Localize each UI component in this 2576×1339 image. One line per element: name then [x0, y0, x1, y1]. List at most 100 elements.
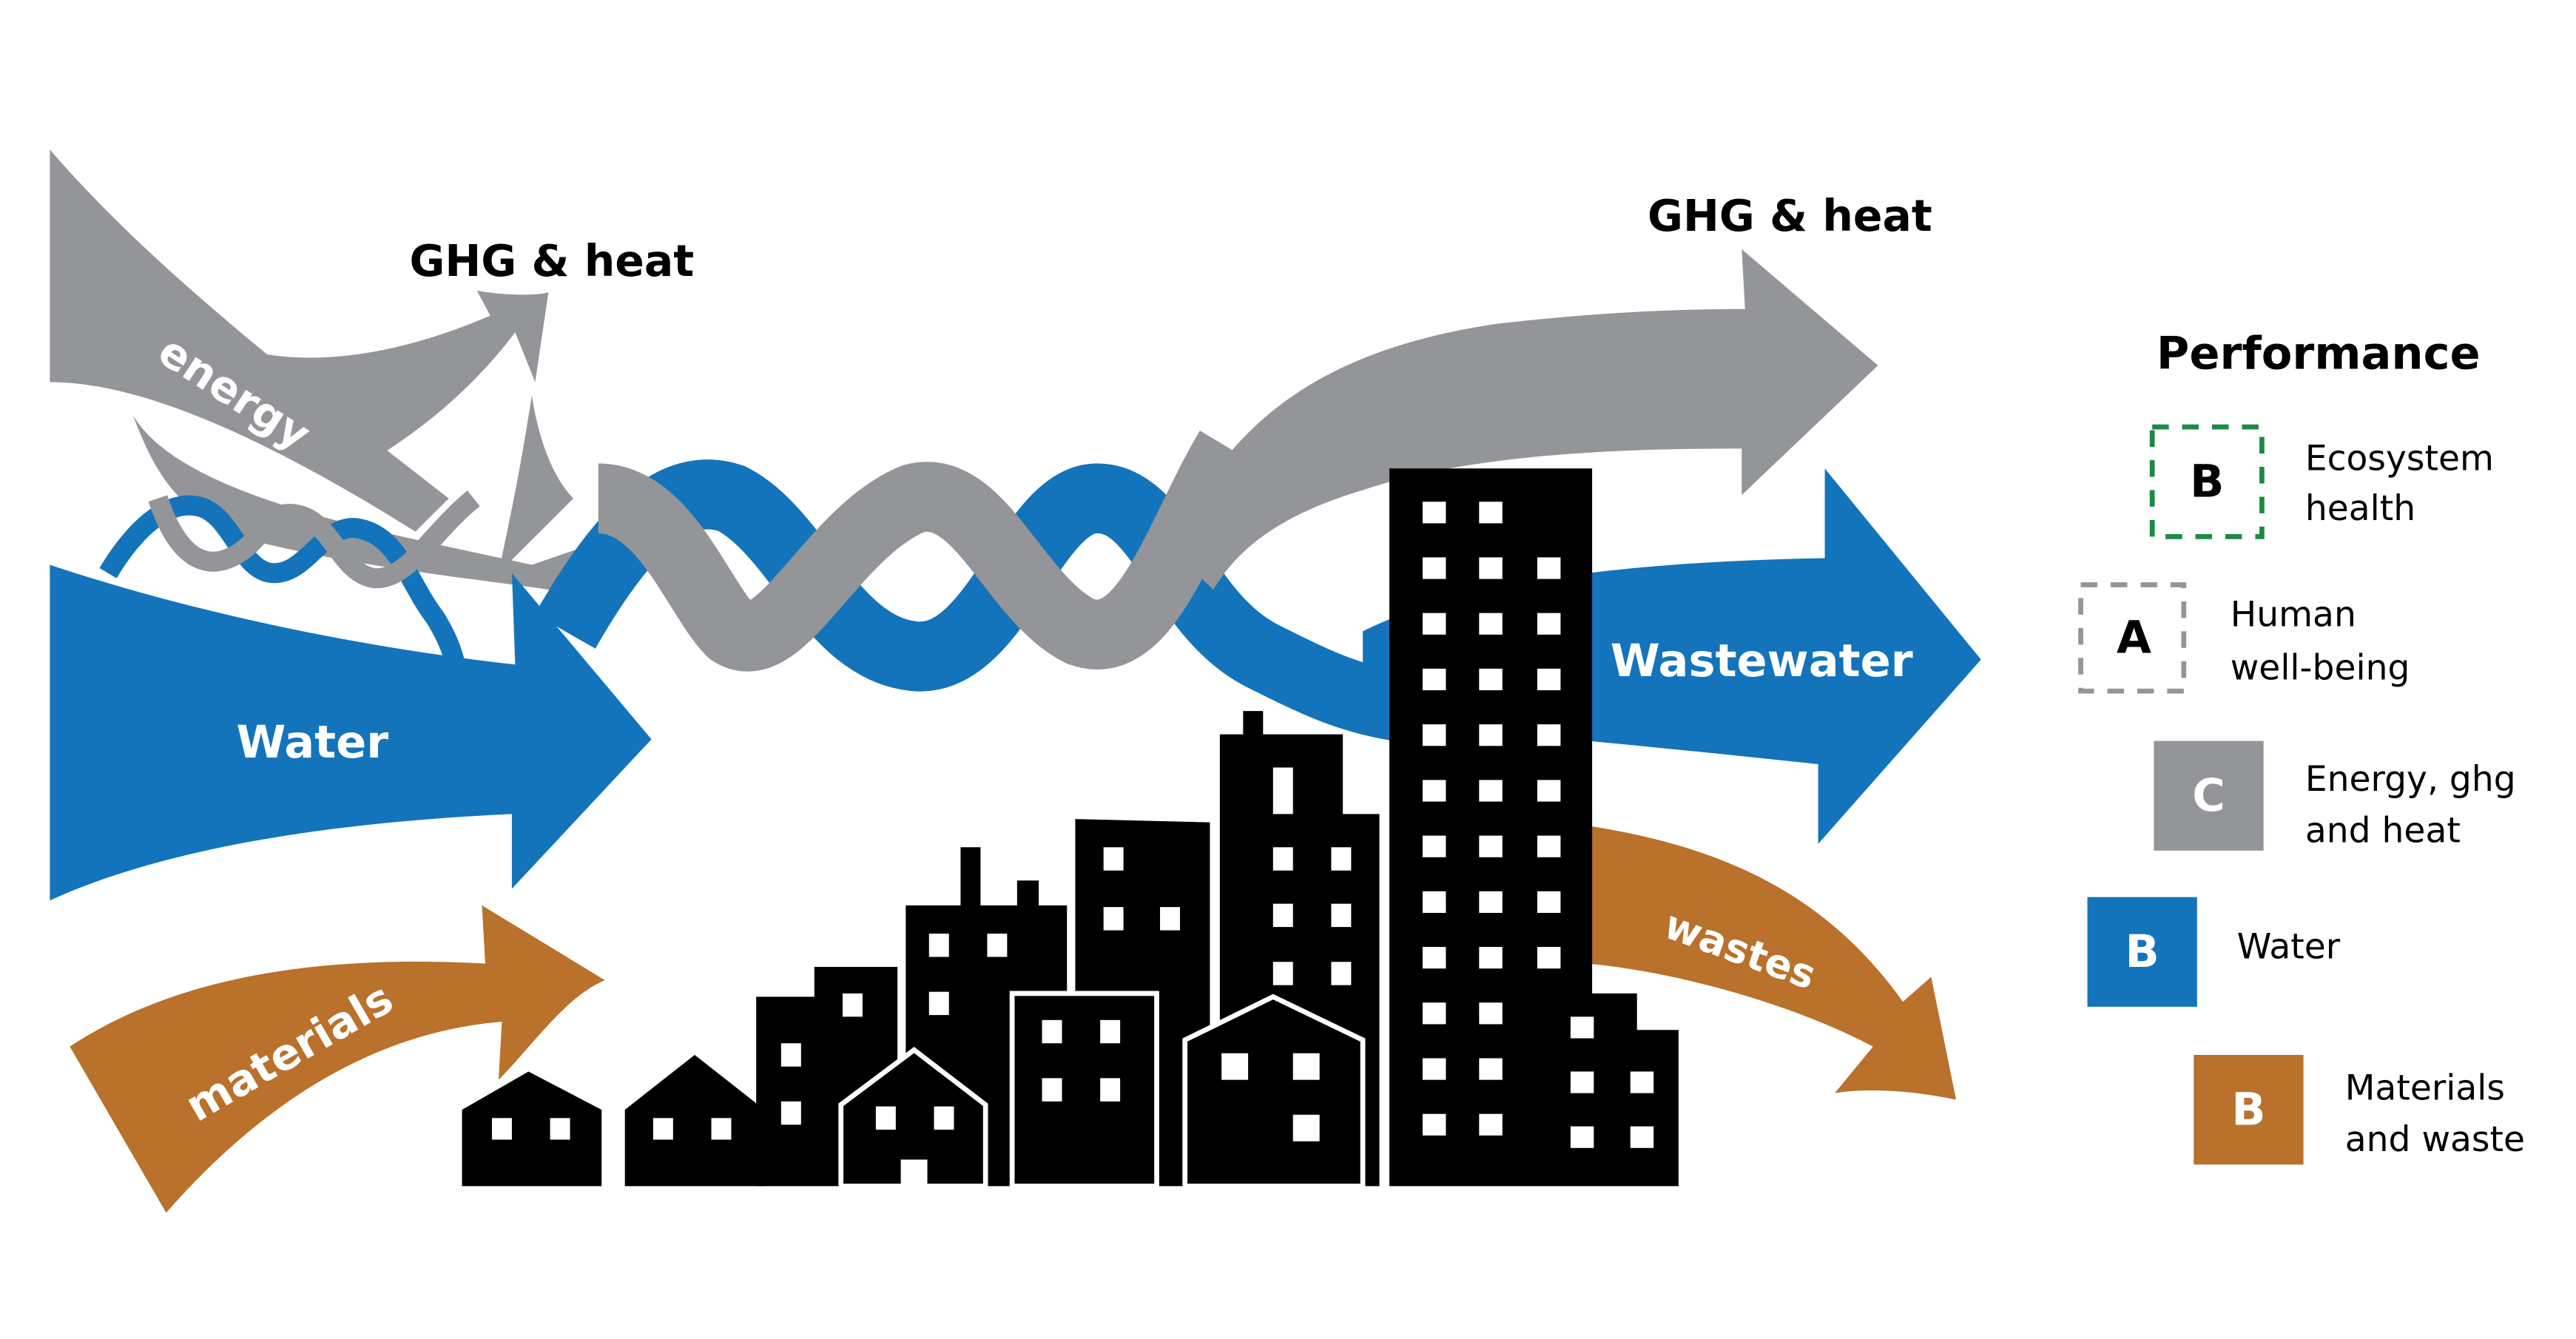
- grade-letter: A: [2117, 613, 2151, 664]
- window: [1422, 668, 1446, 691]
- window: [1422, 613, 1446, 635]
- grade-letter: B: [2231, 1084, 2265, 1136]
- central-braid: [534, 431, 1403, 741]
- window: [1272, 962, 1293, 985]
- house: [1182, 994, 1366, 1189]
- window: [1479, 947, 1503, 969]
- window: [1570, 1126, 1594, 1148]
- window: [1422, 891, 1446, 913]
- water-arrow: [50, 564, 652, 901]
- wastes-flow: wastes: [1587, 826, 1957, 1100]
- window: [928, 934, 949, 957]
- window: [1331, 847, 1352, 871]
- window: [491, 1118, 512, 1140]
- window: [1042, 1078, 1062, 1102]
- grade-letter: C: [2192, 770, 2225, 822]
- window: [1479, 613, 1503, 635]
- window: [1422, 502, 1446, 524]
- window: [1537, 780, 1561, 802]
- legend-item-materials: B Materials and waste: [2194, 1054, 2525, 1165]
- window: [1537, 724, 1561, 746]
- window: [1103, 907, 1124, 931]
- window: [875, 1106, 896, 1130]
- window: [1422, 724, 1446, 746]
- ghg-heat-in-label: GHG & heat: [409, 236, 694, 286]
- window: [842, 993, 863, 1017]
- window: [1479, 1113, 1503, 1136]
- windows: [491, 502, 1654, 1148]
- water-flow: Water: [50, 564, 652, 901]
- wastes-arrow: [1587, 826, 1957, 1100]
- window: [1422, 780, 1446, 802]
- window: [1570, 1071, 1594, 1093]
- window: [1479, 1058, 1503, 1080]
- window: [1537, 947, 1561, 969]
- legend-item-energy: C Energy, ghg and heat: [2154, 741, 2516, 851]
- window: [1479, 1002, 1503, 1025]
- door: [900, 1159, 928, 1187]
- house: [462, 1071, 602, 1187]
- grade-box: [2149, 424, 2265, 539]
- legend-item-human-wellbeing: A Human well-being: [2078, 582, 2410, 694]
- window: [1570, 1016, 1594, 1039]
- window: [1422, 1058, 1446, 1080]
- ghg-out-flow: GHG & heat: [1171, 191, 1932, 590]
- window: [711, 1118, 732, 1140]
- window: [1537, 891, 1561, 913]
- window: [1292, 1114, 1320, 1141]
- window: [987, 934, 1008, 957]
- wastewater-label: Wastewater: [1611, 635, 1913, 687]
- legend-item-ecosystem: B Ecosystem health: [2149, 424, 2494, 539]
- legend-label-line1: Water: [2237, 927, 2341, 968]
- building: [1009, 991, 1159, 1189]
- window: [1331, 903, 1352, 928]
- window: [1272, 767, 1293, 814]
- legend-label-line1: Energy, ghg: [2305, 759, 2516, 800]
- grade-box: [2078, 582, 2187, 694]
- window: [1422, 835, 1446, 857]
- window: [1537, 613, 1561, 635]
- grade-letter: B: [2190, 456, 2224, 507]
- window: [1479, 835, 1503, 857]
- wastewater-flow: Wastewater: [1363, 468, 1981, 844]
- window: [1537, 668, 1561, 691]
- window: [1537, 835, 1561, 857]
- wastewater-arrow: [1363, 468, 1981, 844]
- window: [1042, 1019, 1062, 1044]
- window: [1630, 1126, 1654, 1148]
- legend-label-line2: health: [2305, 488, 2415, 529]
- house: [838, 1047, 988, 1189]
- energy-arrow-body: [50, 149, 449, 532]
- water-label: Water: [237, 717, 389, 769]
- window: [1422, 557, 1446, 579]
- grade-letter: B: [2125, 926, 2159, 978]
- window: [1479, 557, 1503, 579]
- window: [1221, 1053, 1249, 1080]
- legend-label-line2: and heat: [2305, 811, 2461, 851]
- window: [1479, 502, 1503, 524]
- window: [1630, 1071, 1654, 1093]
- window: [550, 1118, 570, 1140]
- window: [1537, 557, 1561, 579]
- legend: Performance B Ecosystem health A Human w…: [2078, 328, 2525, 1165]
- legend-label-line2: and waste: [2345, 1119, 2525, 1160]
- tower: [1389, 468, 1679, 1187]
- window: [928, 991, 949, 1016]
- window: [934, 1106, 954, 1130]
- window: [1422, 1113, 1446, 1136]
- legend-title: Performance: [2157, 328, 2481, 380]
- window: [1331, 962, 1352, 985]
- window: [1479, 668, 1503, 691]
- window: [1160, 907, 1180, 931]
- ghg-small-arrow: [240, 290, 549, 482]
- window: [780, 1043, 801, 1067]
- legend-label-line1: Ecosystem: [2305, 439, 2494, 479]
- window: [1272, 903, 1293, 928]
- legend-label-line1: Materials: [2345, 1068, 2505, 1109]
- window: [1103, 847, 1124, 871]
- house: [624, 1054, 765, 1187]
- legend-label-line2: well-being: [2231, 647, 2410, 688]
- legend-label-line1: Human: [2231, 595, 2356, 635]
- energy-small-arrowhead: [498, 395, 574, 573]
